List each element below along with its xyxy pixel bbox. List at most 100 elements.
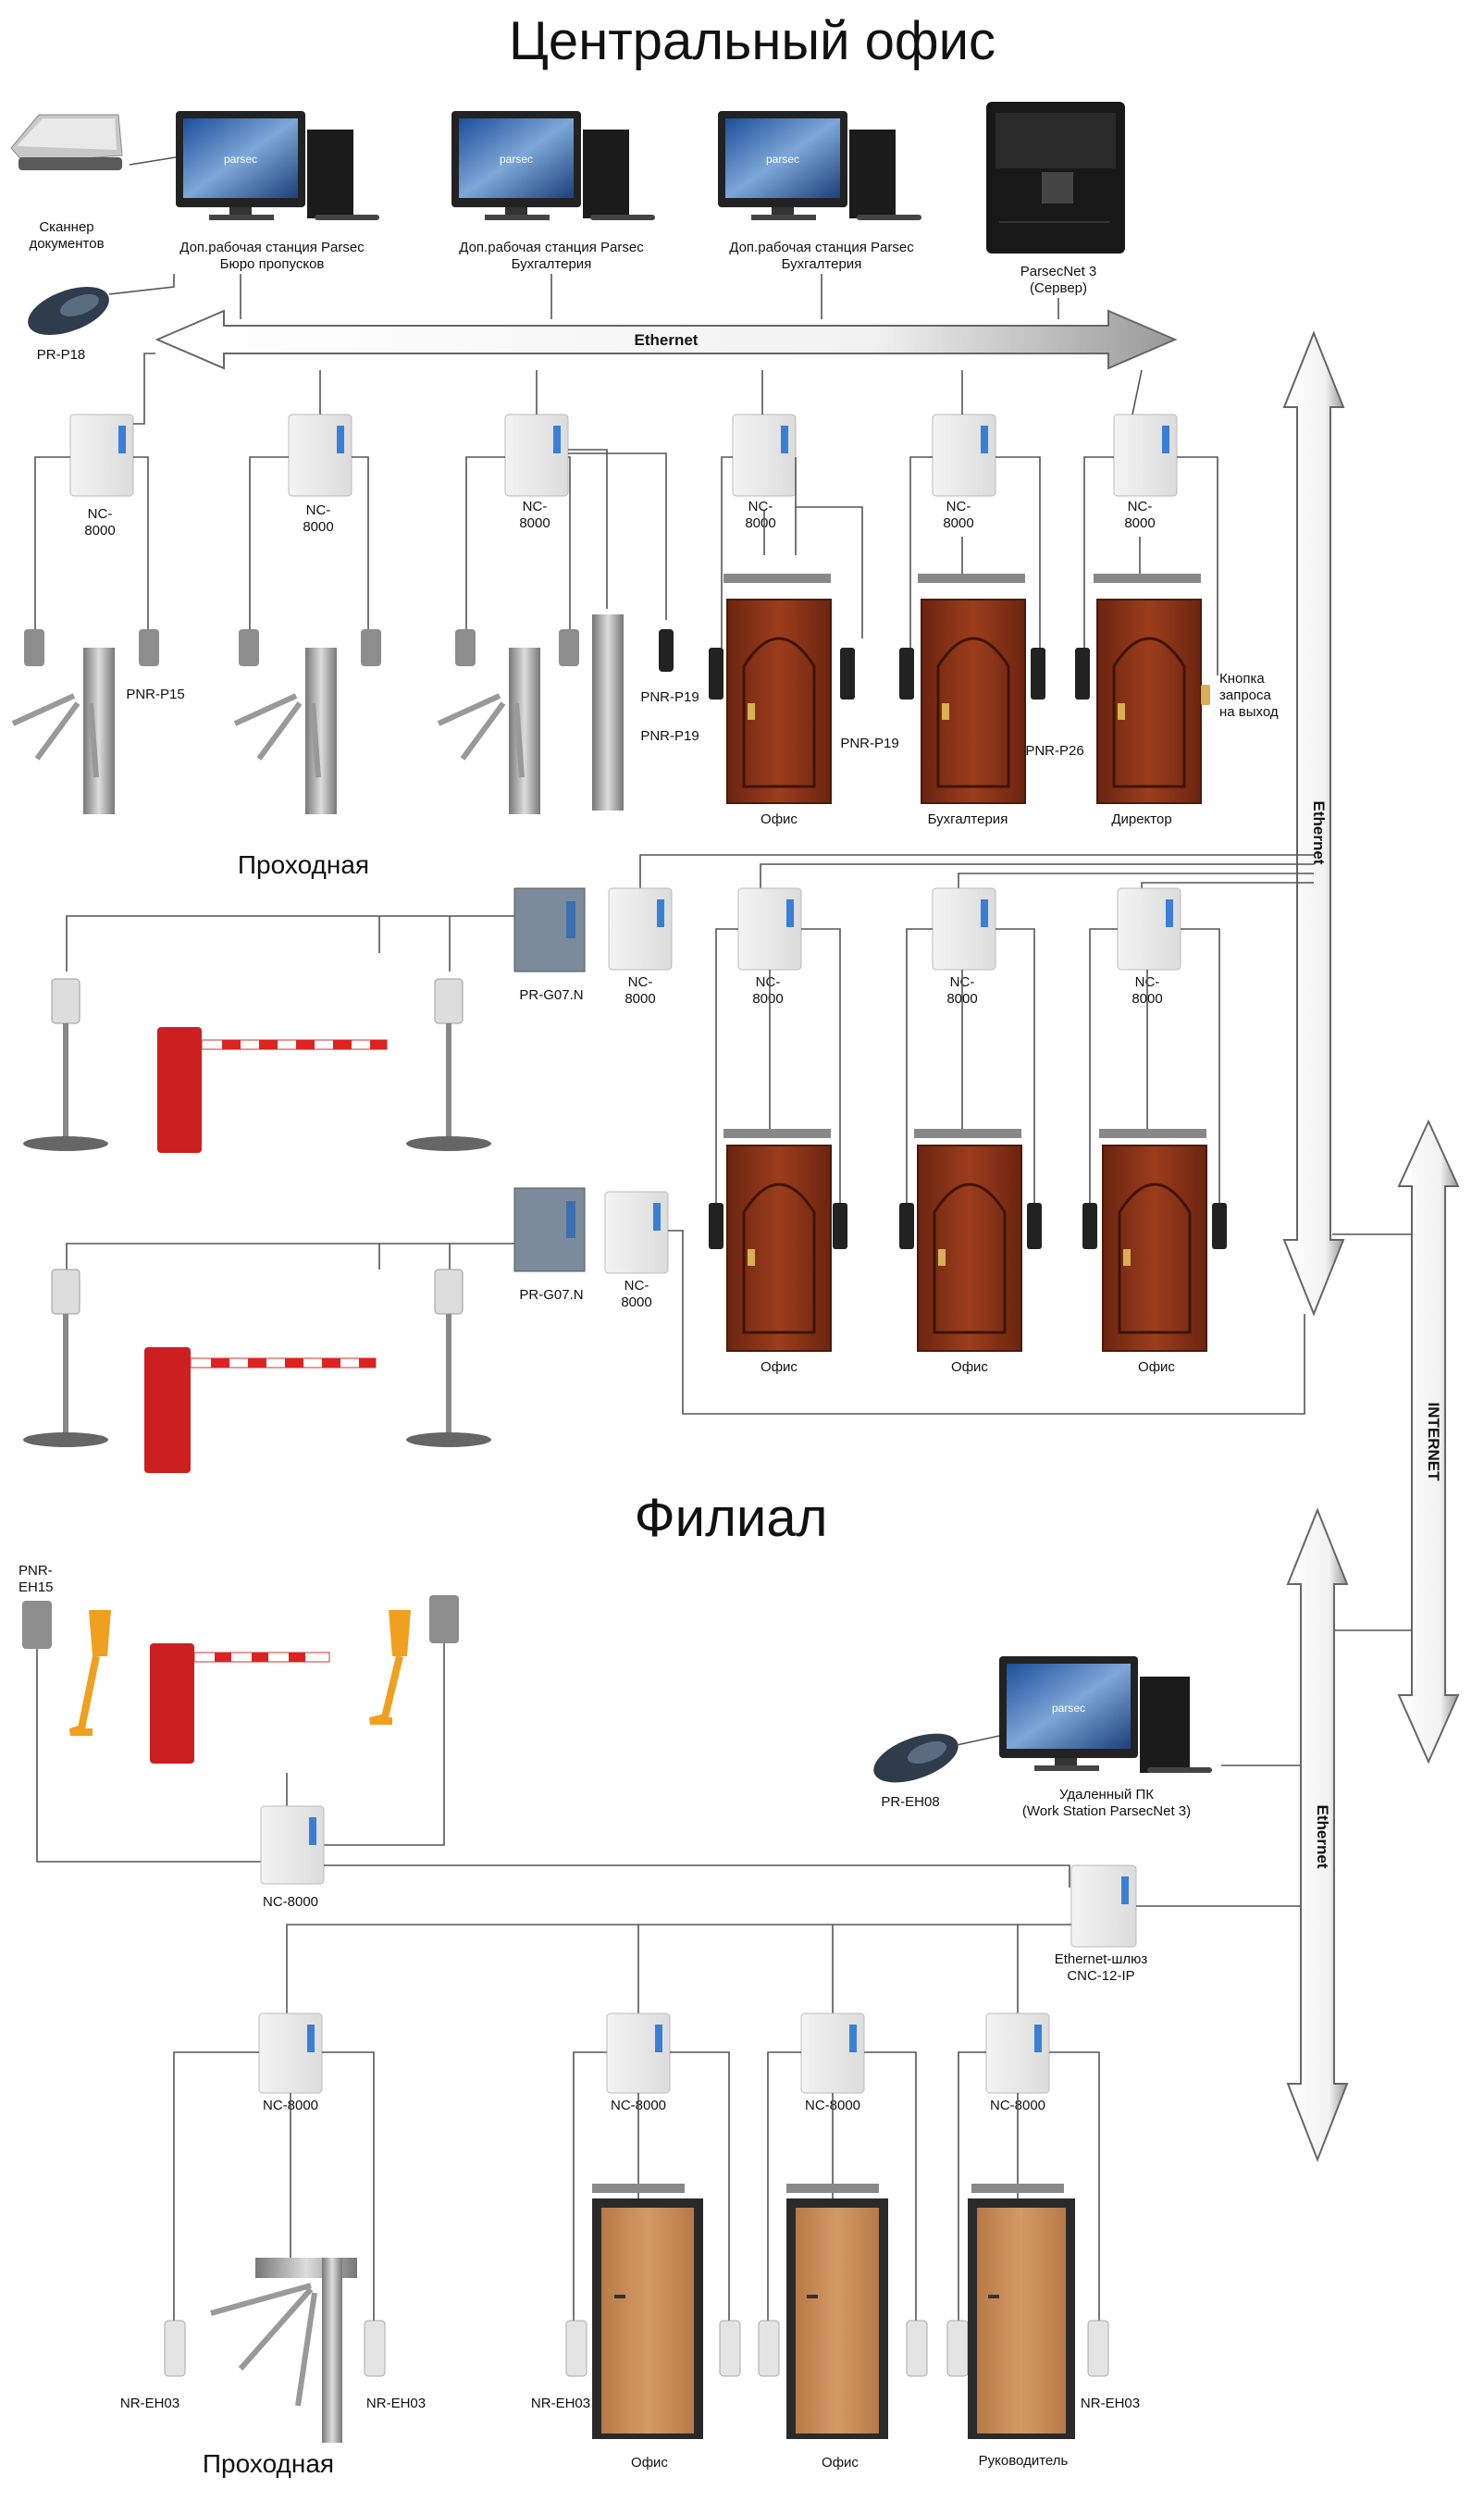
turnstile-icon <box>233 648 337 814</box>
nc8000-controller-icon <box>932 414 996 497</box>
door-icon <box>786 2184 888 2439</box>
ethernet-gateway-icon <box>1070 1864 1137 1948</box>
svg-text:parsec: parsec <box>766 153 799 166</box>
nr-eh03-label: NR-EH03 <box>1081 2396 1140 2411</box>
gateway-label-2: CNC-12-IP <box>1067 1968 1134 1984</box>
door-office-label: Офис <box>631 2455 668 2471</box>
nc8000-label: 8000 <box>1124 515 1155 531</box>
scanner-label-2: документов <box>29 236 104 252</box>
door-icon <box>592 2184 703 2439</box>
nc8000-controller-icon <box>604 1191 669 1274</box>
nr-eh03-reader-icon <box>906 2320 928 2377</box>
pr-g07n-module-icon <box>513 1187 586 1272</box>
nc8000-label: NC- <box>523 499 548 514</box>
ethernet-right-label: Ethernet <box>1310 801 1328 865</box>
workstation-computer-icon: parsec <box>451 111 655 220</box>
workstation2-label-2: Бухгалтерия <box>512 256 592 272</box>
workstation1-label: Доп.рабочая станция Parsec <box>179 240 365 255</box>
proximity-reader-icon <box>659 629 674 672</box>
gateway-label: Ethernet-шлюз <box>1055 1951 1148 1967</box>
nc8000-controller-icon <box>606 2012 671 2094</box>
nc8000-label: 8000 <box>745 515 775 531</box>
nc8000-controller-icon <box>288 414 352 497</box>
document-scanner-icon <box>10 114 123 170</box>
parking-reader-stand-icon <box>23 1269 108 1447</box>
nc8000-label: 8000 <box>84 523 115 539</box>
proximity-reader-icon <box>139 629 159 666</box>
door-icon <box>968 2184 1075 2439</box>
nr-eh03-reader-icon <box>364 2320 386 2377</box>
barrier-gate-icon <box>150 1643 330 1764</box>
nr-eh03-reader-icon <box>1087 2320 1109 2377</box>
nc8000-label: NC- <box>88 506 113 522</box>
nc8000-controller-icon <box>504 414 569 497</box>
nc8000-label: NC- <box>756 974 781 990</box>
door-office-label: Офис <box>1138 1359 1175 1375</box>
pnr-eh15-label: PNR- <box>19 1563 53 1579</box>
pnr-p19-label: PNR-P19 <box>640 728 699 744</box>
reader-stand-icon <box>369 1610 411 1725</box>
pnr-p19-label: PNR-P19 <box>840 736 898 751</box>
workstation1-label-2: Бюро пропусков <box>220 256 325 272</box>
nr-eh03-reader-icon <box>565 2320 587 2377</box>
proximity-reader-icon <box>429 1595 459 1643</box>
nc8000-label: 8000 <box>943 515 973 531</box>
checkpoint-title-branch: Проходная <box>203 2449 334 2478</box>
pr-g07n-label: PR-G07.N <box>519 987 583 1003</box>
ethernet-bus-arrow <box>155 309 1178 370</box>
nc8000-controller-icon <box>258 2012 323 2094</box>
workstation2-label: Доп.рабочая станция Parsec <box>459 240 644 255</box>
workstation3-label-2: Бухгалтерия <box>782 256 862 272</box>
nc8000-controller-icon <box>800 2012 865 2094</box>
ethernet-branch-arrow <box>1286 1507 1349 2162</box>
nc8000-label: 8000 <box>621 1294 651 1310</box>
door-icon <box>709 1129 847 1352</box>
proximity-reader-icon <box>22 1601 52 1649</box>
parking-reader-stand-icon <box>23 978 108 1151</box>
pr-g07n-module-icon <box>513 887 586 972</box>
remote-pc-label-2: (Work Station ParsecNet 3) <box>1022 1803 1191 1819</box>
nc8000-controller-icon <box>69 414 134 497</box>
nr-eh03-label: NR-EH03 <box>531 2396 590 2411</box>
door-icon <box>1075 574 1210 804</box>
svg-text:parsec: parsec <box>224 153 257 166</box>
nc8000-label: 8000 <box>752 991 783 1007</box>
turnstile-icon <box>11 648 115 814</box>
nr-eh03-reader-icon <box>758 2320 780 2377</box>
exit-button-label: Кнопка <box>1219 671 1265 687</box>
barrier-gate-icon <box>144 1347 377 1473</box>
pr-g07n-label: PR-G07.N <box>519 1287 583 1303</box>
pnr-p26-label: PNR-P26 <box>1025 743 1083 759</box>
server-label: ParsecNet 3 <box>1020 264 1097 279</box>
nc8000-label: NC- <box>625 1278 649 1294</box>
barrier-gate-icon <box>157 1027 388 1153</box>
branch-title: Филиал <box>635 1488 828 1548</box>
nc8000-label: NC- <box>628 974 653 990</box>
nc8000-label: 8000 <box>303 519 333 535</box>
nc8000-label: NC- <box>306 502 331 518</box>
proximity-reader-icon <box>559 629 579 666</box>
door-manager-label: Руководитель <box>979 2453 1069 2469</box>
internet-label: INTERNET <box>1425 1403 1442 1482</box>
central-office-title: Центральный офис <box>509 11 996 71</box>
nc8000-controller-icon <box>608 887 673 971</box>
workstation-computer-icon: parsec <box>176 111 379 220</box>
desktop-reader-icon <box>873 1733 958 1783</box>
svg-text:parsec: parsec <box>1052 1702 1085 1715</box>
checkpoint-title: Проходная <box>238 850 369 879</box>
desktop-reader-icon <box>28 287 109 335</box>
server-tower-icon <box>986 102 1125 254</box>
remote-pc-label: Удаленный ПК <box>1059 1787 1154 1802</box>
door-accounting-label: Бухгалтерия <box>928 811 1008 827</box>
nc8000-controller-icon <box>985 2012 1050 2094</box>
nc8000-label: NC- <box>748 499 773 514</box>
pillar-reader-icon <box>592 614 624 811</box>
pnr-p19-label: PNR-P19 <box>640 689 699 705</box>
nc8000-label: NC- <box>946 499 971 514</box>
door-office-label: Офис <box>822 2455 859 2471</box>
workstation-computer-icon: parsec <box>718 111 921 220</box>
ethernet-top-label: Ethernet <box>635 331 699 349</box>
nc8000-label: NC- <box>1128 499 1153 514</box>
nc8000-controller-icon <box>737 887 802 971</box>
nr-eh03-reader-icon <box>719 2320 741 2377</box>
